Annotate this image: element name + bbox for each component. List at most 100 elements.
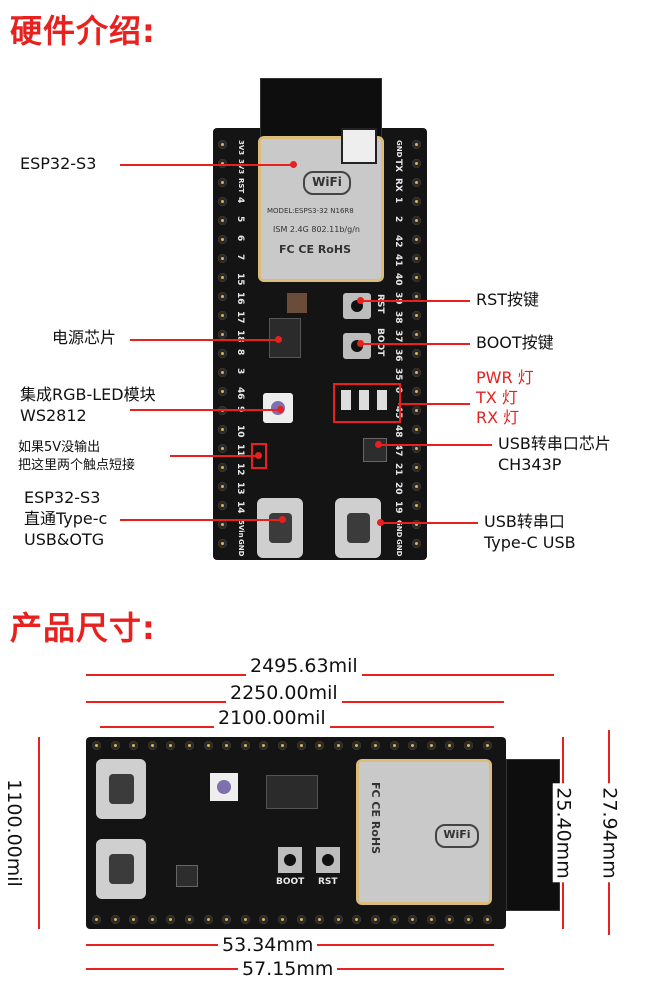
callout-uart-chip-1: USB转串口芯片 [498,434,611,453]
pin-label: 4 [235,197,245,204]
callout-otg-2: 直通Type-c [24,509,108,528]
header-pin [218,501,227,510]
callout-rgb-2: WS2812 [20,406,87,425]
pin-label: 46 [235,387,245,400]
pin-label: 3V3 [237,140,245,156]
header-pin [218,178,227,187]
header-pin [412,159,421,168]
header-pin [218,311,227,320]
header-pin [218,463,227,472]
board-photo-horizontal: WiFi FC CE RoHS BOOT RST [86,737,560,929]
callout-uart-usb-2: Type-C USB [484,533,576,552]
header-pin [218,520,227,529]
header-pin [445,915,455,924]
usb-c-port-bottom[interactable] [96,839,146,899]
pin-label: 21 [393,463,403,476]
header-pin [218,482,227,491]
dim-h-left: 1100.00mil [2,775,25,891]
header-pin [412,197,421,206]
usb-c-port-top[interactable] [96,759,146,819]
led-rx [377,390,387,410]
header-pin [315,741,325,750]
rst-button[interactable] [343,293,371,319]
callout-dot-uart-chip [375,441,382,448]
callout-dot-boot [357,340,364,347]
header-pin [412,216,421,225]
pin-label: 36 [393,349,403,362]
pin-label: 48 [393,425,403,438]
header-pin [147,741,157,750]
callout-esp32: ESP32-S3 [20,154,97,173]
pin-label: 7 [235,254,245,261]
header-pin [412,330,421,339]
esp32-module-h: WiFi FC CE RoHS [356,759,492,905]
header-pin [240,915,250,924]
callout-pwr: PWR 灯 [476,368,534,387]
rst-button-h[interactable] [316,847,340,873]
pin-label: 1 [393,197,403,204]
header-pin [218,330,227,339]
header-pin [218,197,227,206]
header-pin [218,539,227,548]
pin-label: 5Vin [237,520,245,538]
header-pin [464,741,473,750]
callout-line-5v [170,455,258,457]
header-pin [412,368,421,377]
boot-button[interactable] [343,333,371,359]
header-pin [412,539,421,548]
header-pin [412,444,421,453]
callout-line-leds [398,403,470,405]
dim-h-mm2: 27.94mm [598,783,621,883]
antenna-h [506,759,560,911]
callout-rst: RST按键 [476,290,540,309]
header-pin [412,235,421,244]
boot-button-h[interactable] [278,847,302,873]
header-pin [389,741,399,750]
header-pin [222,741,232,750]
callout-power-chip: 电源芯片 [52,328,117,347]
pin-label: 37 [393,330,403,343]
pcb-label-boot-h: BOOT [276,877,305,887]
header-pin [203,741,213,750]
header-pin [296,915,306,924]
usb-c-uart-port[interactable] [335,498,381,558]
header-pin [203,915,213,924]
inductor [287,293,307,313]
callout-otg-3: USB&OTG [24,530,105,549]
header-pin [185,915,194,924]
header-pin [408,915,418,924]
pin-label: 2 [393,216,403,223]
header-pin [412,254,421,263]
pcb-label-boot: BOOT [375,328,385,356]
top-pin-header [92,741,502,751]
header-pin [412,387,421,396]
header-pin [129,915,139,924]
power-chip-h [266,775,318,809]
header-pin [412,463,421,472]
pin-label: 41 [393,254,403,267]
pin-label: RST [237,178,245,194]
dim-b2: 57.15mm [238,958,338,980]
pin-label: TX [393,159,403,173]
header-pin [240,741,250,750]
pin-label: GND [395,140,403,158]
header-pin [259,915,269,924]
pin-label: 5 [235,216,245,223]
header-pin [166,915,176,924]
callout-line-power-chip [130,339,278,341]
pin-label: 3V3 [237,159,245,175]
module-marks-h: FC CE RoHS [369,782,382,854]
pin-label: RX [393,178,403,192]
pin-label: 13 [235,482,245,495]
header-pin [147,915,157,924]
header-pin [412,406,421,415]
header-pin [166,741,176,750]
callout-dot-otg [279,516,286,523]
header-pin [408,741,418,750]
usb-c-otg-port[interactable] [257,498,303,558]
callout-dot-rst [357,297,364,304]
header-pin [412,273,421,282]
callout-boot: BOOT按键 [476,333,554,352]
callout-5v-1: 如果5V没输出 [18,440,101,455]
dim-w3: 2100.00mil [214,707,330,729]
